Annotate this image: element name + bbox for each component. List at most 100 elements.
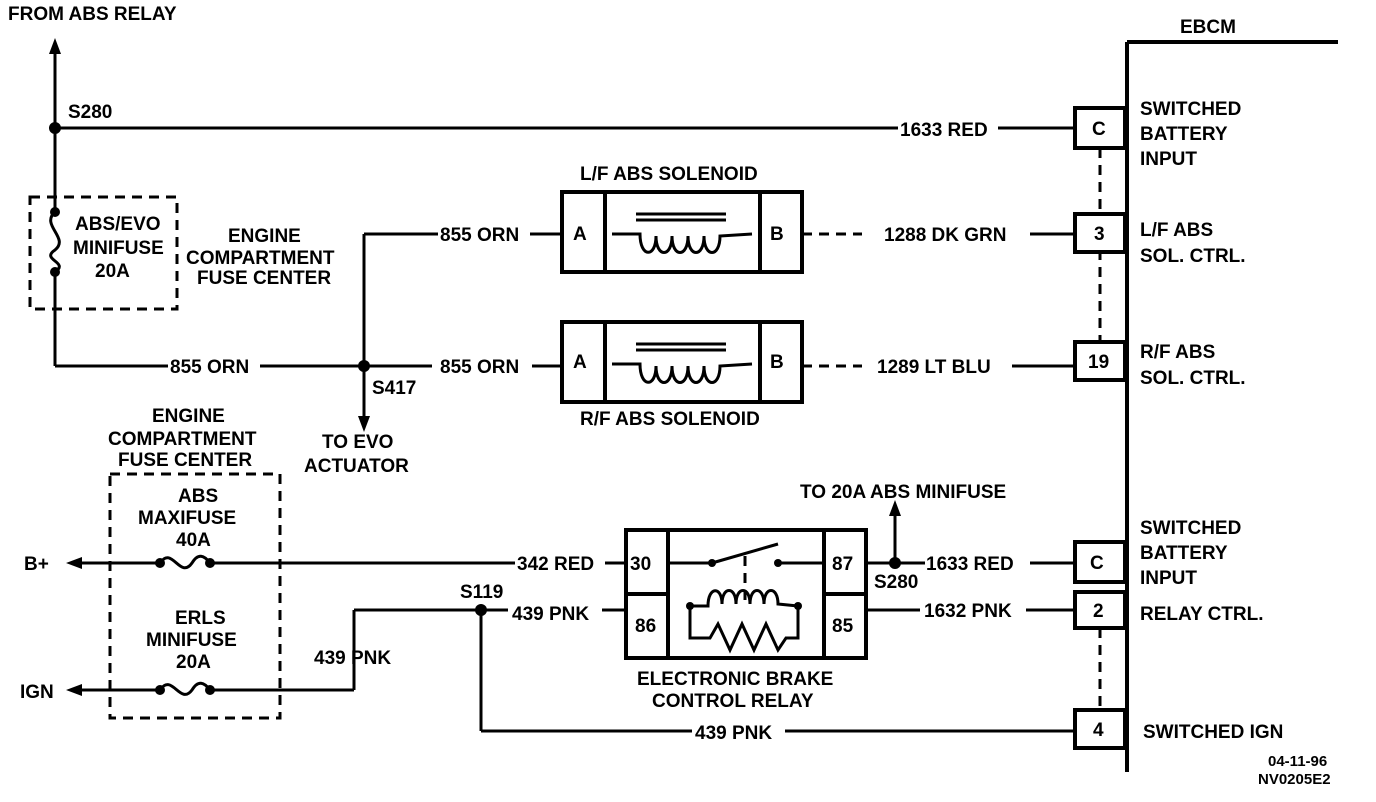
connector-box [1073,106,1127,150]
wire-label: 1633 RED [900,120,988,141]
connector-label: INPUT [1140,568,1197,589]
fuse-center-bottom-3: FUSE CENTER [118,450,252,471]
erls-label-1: ERLS [175,608,226,629]
connector-box [1073,340,1127,382]
connector-pin: 2 [1093,601,1104,622]
to-20a-label: TO 20A ABS MINIFUSE [800,482,1006,503]
coil-icon [612,232,753,254]
connector-pin: 4 [1093,720,1104,741]
relay-pin-87: 87 [832,554,853,575]
connector-label: SWITCHED [1140,99,1241,120]
fuse-center-top-3: FUSE CENTER [197,268,331,289]
ebcm-connector-4: 4 SWITCHED IGN [1073,708,1283,750]
wire-label-855-rf: 855 ORN [440,357,519,378]
erls-label-2: MINIFUSE [146,630,237,651]
label-mask [432,354,532,378]
ebcm-connector-3: 3 L/F ABS SOL. CTRL. [1073,212,1246,267]
wire-label: 1633 RED [926,554,1014,575]
wire-label: 1289 LT BLU [877,357,991,378]
ebcm-connector-19: 19 R/F ABS SOL. CTRL. [1073,340,1246,389]
fuse-element-icon [49,210,61,274]
arrow-up-icon [889,500,901,516]
connector-pin: C [1090,553,1104,574]
lf-solenoid-title: L/F ABS SOLENOID [580,164,758,185]
pin-a: A [573,352,587,373]
connector-label: RELAY CTRL. [1140,604,1264,625]
abs-evo-label-1: ABS/EVO [75,214,161,235]
abs-maxifuse-label-2: MAXIFUSE [138,508,236,529]
splice-label: S280 [874,572,918,593]
relay-name-1: ELECTRONIC BRAKE [637,669,833,690]
b-plus-label: B+ [24,554,49,575]
arrow-up-icon [49,38,61,54]
fuse-center-bottom-2: COMPARTMENT [108,429,257,450]
relay-pin-86: 86 [635,616,656,637]
fuse-center-box [108,472,282,720]
connector-label: BATTERY [1140,543,1228,564]
connector-label: L/F ABS [1140,220,1213,241]
connector-label: INPUT [1140,149,1197,170]
relay-switch-arm-icon [711,542,779,565]
ebcm-connector-c-top: C SWITCHED BATTERY INPUT [1073,99,1241,170]
pin-b: B [770,224,784,245]
connector-label: R/F ABS [1140,342,1215,363]
wire-label: 439 PNK [314,648,391,669]
to-evo-label-2: ACTUATOR [304,456,409,477]
connector-label: SWITCHED [1140,518,1241,539]
connector-box [1073,590,1127,630]
ign-label: IGN [20,682,54,703]
abs-evo-label-3: 20A [95,261,130,282]
arrow-down-icon [358,416,370,432]
rf-solenoid-title: R/F ABS SOLENOID [580,409,760,430]
relay-pin-30: 30 [630,554,651,575]
wire-label: 342 RED [517,554,594,575]
splice-label: S119 [460,582,503,603]
lf-abs-solenoid [560,190,804,274]
splice-label: S417 [372,378,416,399]
relay-resistor-icon [688,606,800,654]
connector-label: SOL. CTRL. [1140,368,1246,389]
fuse-center-top-1: ENGINE [228,226,301,247]
abs-maxifuse-label-1: ABS [178,486,218,507]
connector-box [1073,540,1127,584]
diagram-date: 04-11-96 [1268,753,1327,770]
connector-pin: 3 [1094,224,1105,245]
connector-box [1073,212,1127,254]
connector-box [1073,708,1127,750]
abs-evo-label-2: MINIFUSE [73,238,164,259]
connector-label: SWITCHED IGN [1143,722,1283,743]
wire-label: 855 ORN [440,225,519,246]
fuse-center-bottom-1: ENGINE [152,406,225,427]
wire-label: 439 PNK [695,723,772,744]
connector-pin: 19 [1088,352,1109,373]
relay-name-2: CONTROL RELAY [652,691,814,712]
connector-label: BATTERY [1140,124,1228,145]
wire-label: 855 ORN [170,357,249,378]
wire-label: 1288 DK GRN [884,225,1007,246]
connector-pin: C [1092,119,1106,140]
rf-abs-solenoid [560,320,804,404]
arrow-left-icon [66,684,82,696]
relay-pin-85: 85 [832,616,854,637]
from-abs-relay-label: FROM ABS RELAY [8,4,177,25]
abs-maxifuse-label-3: 40A [176,530,211,551]
abs-evo-fuse-box [28,195,179,311]
relay-coil-icon [690,589,799,608]
to-evo-label-1: TO EVO [322,432,393,453]
pin-a: A [573,224,587,245]
diagram-code: NV0205E2 [1258,771,1331,788]
wire-label: 1632 PNK [924,601,1012,622]
pin-b: B [770,352,784,373]
erls-label-3: 20A [176,652,211,673]
splice-label: S280 [68,102,112,123]
fuse-center-top-2: COMPARTMENT [186,248,335,269]
ebcm-connector-2: 2 RELAY CTRL. [1073,590,1264,630]
arrow-left-icon [66,557,82,569]
minifuse-element-icon [158,681,212,696]
ebcm-label: EBCM [1180,17,1236,38]
ebcm-connector-c-bottom: C SWITCHED BATTERY INPUT [1073,518,1241,589]
wire-label: 439 PNK [512,604,589,625]
connector-label: SOL. CTRL. [1140,246,1246,267]
maxifuse-element-icon [158,554,212,570]
